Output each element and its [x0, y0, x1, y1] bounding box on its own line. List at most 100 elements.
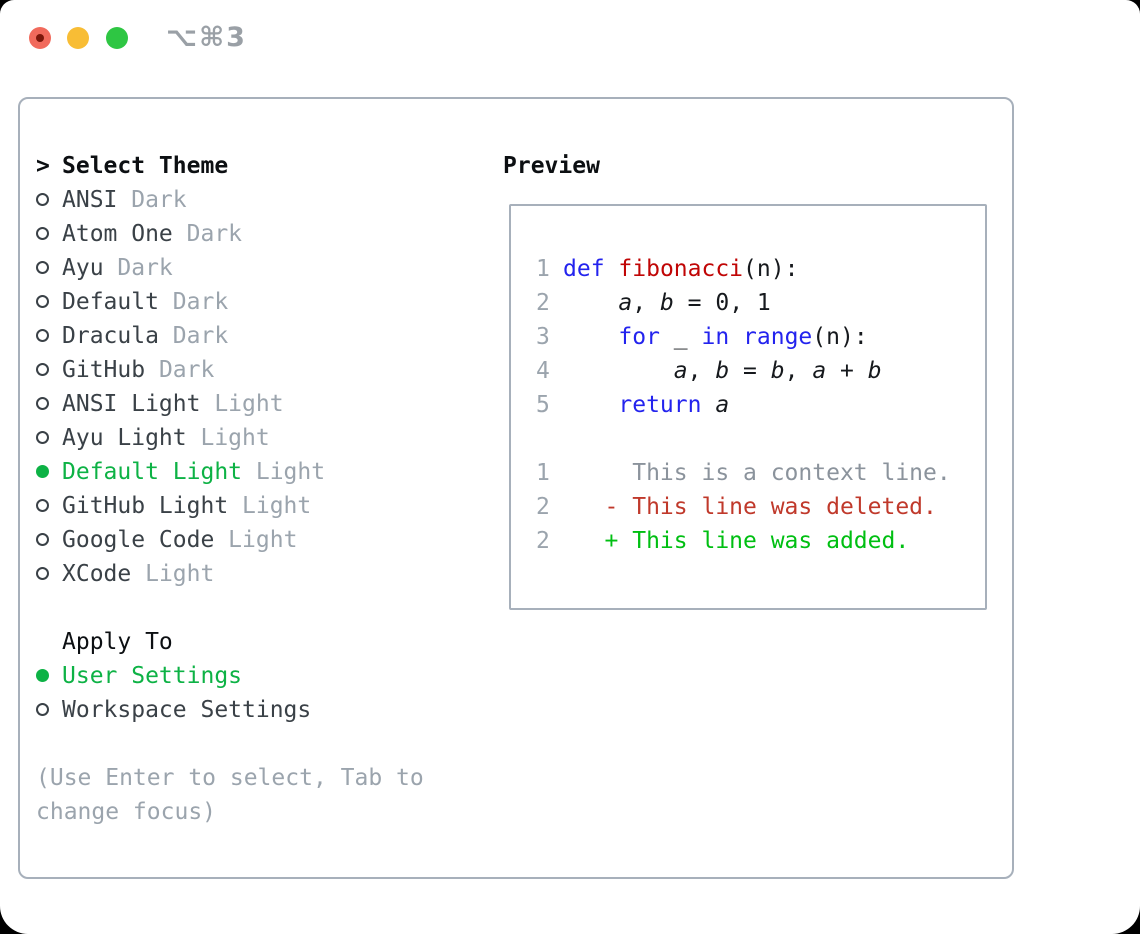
option-label: Dracula — [62, 323, 159, 349]
radio-selected-icon — [36, 659, 62, 693]
option-label: GitHub — [62, 357, 146, 383]
radio-icon — [36, 489, 62, 523]
option-label: User Settings — [62, 663, 243, 689]
theme-option-ansi[interactable]: ANSI Dark — [36, 183, 496, 217]
theme-option-google-code[interactable]: Google Code Light — [36, 523, 496, 557]
option-label: Ayu — [62, 255, 104, 281]
radio-icon — [36, 523, 62, 557]
zoom-button[interactable] — [106, 27, 128, 49]
radio-selected-icon — [36, 455, 62, 489]
spacer — [36, 727, 496, 761]
preview-line: 2 - This line was deleted. — [536, 490, 985, 524]
option-label: XCode — [62, 561, 132, 587]
theme-option-ayu-light[interactable]: Ayu Light Light — [36, 421, 496, 455]
radio-circle — [36, 295, 49, 308]
preview-line: 5 return a — [536, 388, 985, 422]
radio-icon — [36, 217, 62, 251]
option-variant: Light — [214, 527, 298, 553]
preview-line: 3 for _ in range(n): — [536, 320, 985, 354]
option-label: Default — [62, 289, 159, 315]
apply-option-user-settings[interactable]: User Settings — [36, 659, 496, 693]
radio-icon — [36, 387, 62, 421]
theme-option-default-light[interactable]: Default Light Light — [36, 455, 496, 489]
radio-icon — [36, 353, 62, 387]
radio-circle — [36, 465, 49, 478]
radio-circle — [36, 397, 49, 410]
option-variant: Light — [200, 391, 284, 417]
radio-icon — [36, 183, 62, 217]
radio-circle — [36, 329, 49, 342]
preview-line: 2 + This line was added. — [536, 524, 985, 558]
spacer — [36, 591, 496, 625]
option-label: Workspace Settings — [62, 697, 312, 723]
option-variant: Light — [242, 459, 326, 485]
option-variant: Dark — [158, 289, 229, 315]
radio-circle — [36, 669, 49, 682]
help-text: (Use Enter to select, Tab to change focu… — [36, 765, 424, 825]
option-variant: Dark — [145, 357, 215, 383]
radio-icon — [36, 421, 62, 455]
radio-circle — [36, 363, 49, 376]
apply-option-workspace-settings[interactable]: Workspace Settings — [36, 693, 496, 727]
theme-option-github[interactable]: GitHub Dark — [36, 353, 496, 387]
option-variant: Dark — [103, 255, 173, 281]
theme-option-xcode[interactable]: XCode Light — [36, 557, 496, 591]
diff-preview: 1 This is a context line.2 - This line w… — [536, 456, 985, 558]
radio-circle — [36, 703, 49, 716]
radio-icon — [36, 693, 62, 727]
line-number: 1 — [536, 256, 550, 282]
option-label: Google Code — [62, 527, 215, 553]
option-variant: Dark — [158, 323, 229, 349]
option-label: GitHub Light — [62, 493, 229, 519]
close-dot-icon — [36, 34, 44, 42]
radio-circle — [36, 431, 49, 444]
theme-option-ansi-light[interactable]: ANSI Light Light — [36, 387, 496, 421]
option-label: Default Light — [62, 459, 243, 485]
radio-circle — [36, 227, 49, 240]
option-variant: Dark — [117, 187, 187, 213]
option-variant: Dark — [172, 221, 243, 247]
line-number: 1 — [536, 460, 550, 486]
option-label: Ayu Light — [62, 425, 187, 451]
radio-icon — [36, 557, 62, 591]
radio-circle — [36, 567, 49, 580]
line-number: 2 — [536, 494, 550, 520]
line-number: 3 — [536, 324, 550, 350]
theme-option-dracula[interactable]: Dracula Dark — [36, 319, 496, 353]
option-variant: Light — [228, 493, 312, 519]
option-variant: Light — [131, 561, 215, 587]
window-title: ⌥⌘3 — [166, 22, 247, 53]
radio-circle — [36, 193, 49, 206]
line-number: 4 — [536, 358, 550, 384]
preview-line: 1 This is a context line. — [536, 456, 985, 490]
apply-to-header: Apply To — [36, 625, 496, 659]
radio-icon — [36, 319, 62, 353]
line-number: 2 — [536, 290, 550, 316]
preview-header: Preview — [503, 153, 600, 179]
prompt-icon: > — [36, 153, 50, 179]
select-theme-header: >Select Theme — [36, 149, 496, 183]
option-label: ANSI Light — [62, 391, 201, 417]
option-variant: Light — [186, 425, 270, 451]
theme-option-default[interactable]: Default Dark — [36, 285, 496, 319]
title-bar: ⌥⌘3 — [0, 0, 1140, 76]
radio-icon — [36, 251, 62, 285]
radio-circle — [36, 533, 49, 546]
radio-icon — [36, 285, 62, 319]
preview-line: 4 a, b = b, a + b — [536, 354, 985, 388]
line-number: 2 — [536, 528, 550, 554]
theme-option-ayu[interactable]: Ayu Dark — [36, 251, 496, 285]
preview-line: 2 a, b = 0, 1 — [536, 286, 985, 320]
theme-option-atom-one[interactable]: Atom One Dark — [36, 217, 496, 251]
close-button[interactable] — [29, 27, 51, 49]
theme-option-github-light[interactable]: GitHub Light Light — [36, 489, 496, 523]
minimize-button[interactable] — [67, 27, 89, 49]
